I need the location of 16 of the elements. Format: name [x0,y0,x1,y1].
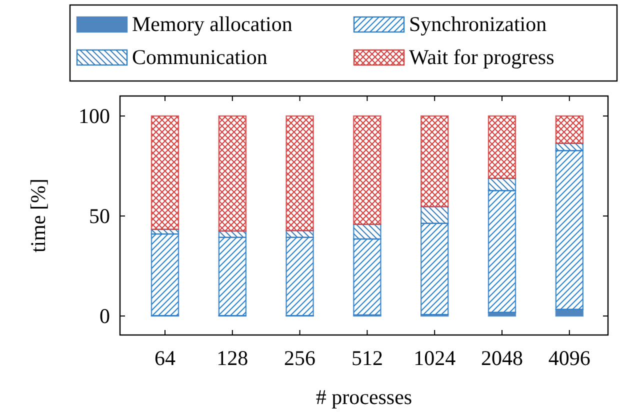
tick-label: 512 [351,346,383,370]
tick-label: 128 [216,346,248,370]
tick-label: 2048 [481,346,523,370]
tick-label: 0 [100,304,110,328]
legend-label: Communication [132,45,268,69]
legend-label: Synchronization [409,12,547,36]
tick-label: 64 [154,346,176,370]
legend-label: Wait for progress [409,45,554,69]
tick-label: 4096 [548,346,590,370]
tick-label: 1024 [414,346,456,370]
axis-title: # processes [316,385,412,409]
tick-label: 100 [78,104,110,128]
tick-label: 256 [284,346,316,370]
tick-label: 50 [89,204,110,228]
legend-label: Memory allocation [132,12,292,36]
axis-title: time [%] [26,178,50,253]
